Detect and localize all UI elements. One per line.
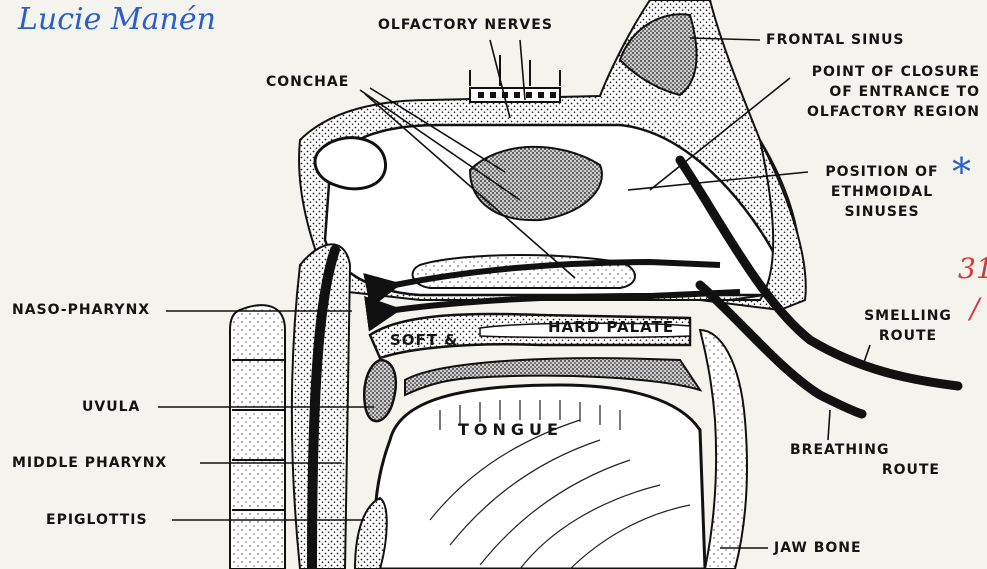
handwritten-asterisk: *: [952, 150, 971, 194]
label-uvula: UVULA: [82, 397, 140, 417]
label-olfactory-nerves: OLFACTORY NERVES: [378, 15, 553, 35]
label-middle-pharynx: MIDDLE PHARYNX: [12, 453, 167, 473]
label-smelling-route: SMELLING ROUTE: [852, 306, 964, 346]
label-smelling-route-line1: SMELLING: [852, 306, 964, 326]
label-naso-pharynx: NASO-PHARYNX: [12, 300, 150, 320]
label-tongue: TONGUE: [458, 420, 563, 440]
label-breathing-route: BREATHING ROUTE: [790, 440, 940, 480]
label-hard-palate: HARD PALATE: [548, 317, 674, 337]
label-point-of-closure-line2: OF ENTRANCE TO: [790, 82, 980, 102]
label-frontal-sinus: FRONTAL SINUS: [766, 30, 905, 50]
label-breathing-route-line1: BREATHING: [790, 440, 940, 460]
label-point-of-closure: POINT OF CLOSURE OF ENTRANCE TO OLFACTOR…: [790, 62, 980, 122]
label-epiglottis: EPIGLOTTIS: [46, 510, 148, 530]
label-ethmoidal-line1: POSITION OF: [812, 162, 952, 182]
olfactory-nerve-fibers: [470, 55, 560, 86]
label-soft: SOFT &: [390, 330, 458, 350]
label-smelling-route-line2: ROUTE: [852, 326, 964, 346]
label-point-of-closure-line3: OLFACTORY REGION: [790, 102, 980, 122]
handwritten-slash: /: [970, 292, 979, 325]
label-ethmoidal-line3: SINUSES: [812, 202, 952, 222]
handwritten-margin-note: 31: [958, 252, 987, 285]
epiglottis: [355, 498, 387, 569]
label-breathing-route-line2: ROUTE: [790, 460, 940, 480]
handwritten-signature: Lucie Manén: [18, 2, 216, 37]
label-point-of-closure-line1: POINT OF CLOSURE: [790, 62, 980, 82]
label-conchae: CONCHAE: [266, 72, 349, 92]
jaw-bone: [700, 330, 747, 569]
label-jaw-bone: JAW BONE: [774, 538, 862, 558]
label-ethmoidal: POSITION OF ETHMOIDAL SINUSES: [812, 162, 952, 222]
uvula: [364, 360, 396, 421]
sphenoid-sinus: [315, 138, 386, 189]
label-ethmoidal-line2: ETHMOIDAL: [812, 182, 952, 202]
leader-breathing: [828, 410, 830, 440]
cervical-vertebrae: [230, 305, 285, 569]
